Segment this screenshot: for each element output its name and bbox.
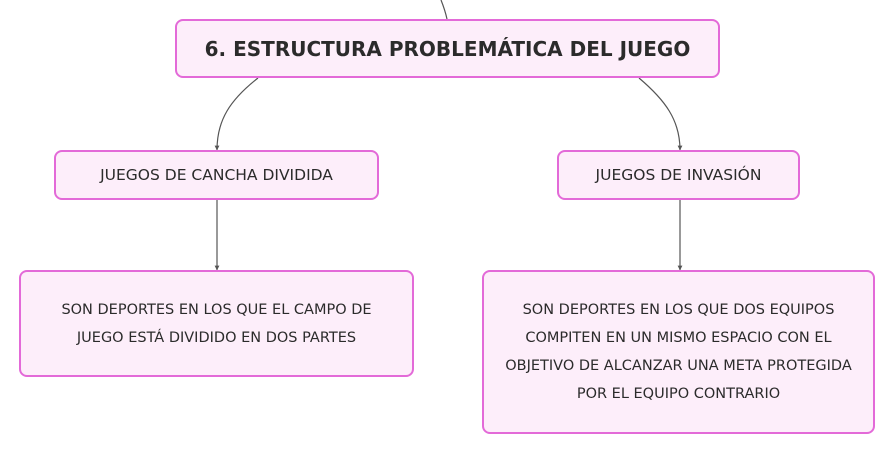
- leaf-node-description: SON DEPORTES EN LOS QUE EL CAMPO DE JUEG…: [61, 301, 372, 346]
- root-node: 6. ESTRUCTURA PROBLEMÁTICA DEL JUEGO: [175, 19, 720, 78]
- branch-node-label: JUEGOS DE CANCHA DIVIDIDA: [100, 166, 333, 184]
- root-node-label: 6. ESTRUCTURA PROBLEMÁTICA DEL JUEGO: [204, 36, 691, 61]
- branch-node-label: JUEGOS DE INVASIÓN: [595, 166, 762, 184]
- leaf-node-description: SON DEPORTES EN LOS QUE DOS EQUIPOS COMP…: [505, 302, 852, 402]
- branch-node-cancha-dividida: JUEGOS DE CANCHA DIVIDIDA: [54, 150, 379, 200]
- connector-root-incoming: [440, 0, 448, 20]
- connector-root-to-right: [638, 77, 683, 151]
- leaf-node-invasion: SON DEPORTES EN LOS QUE DOS EQUIPOS COMP…: [482, 270, 875, 434]
- branch-node-invasion: JUEGOS DE INVASIÓN: [557, 150, 800, 200]
- leaf-node-cancha-dividida: SON DEPORTES EN LOS QUE EL CAMPO DE JUEG…: [19, 270, 414, 377]
- connector-root-to-left: [214, 77, 259, 151]
